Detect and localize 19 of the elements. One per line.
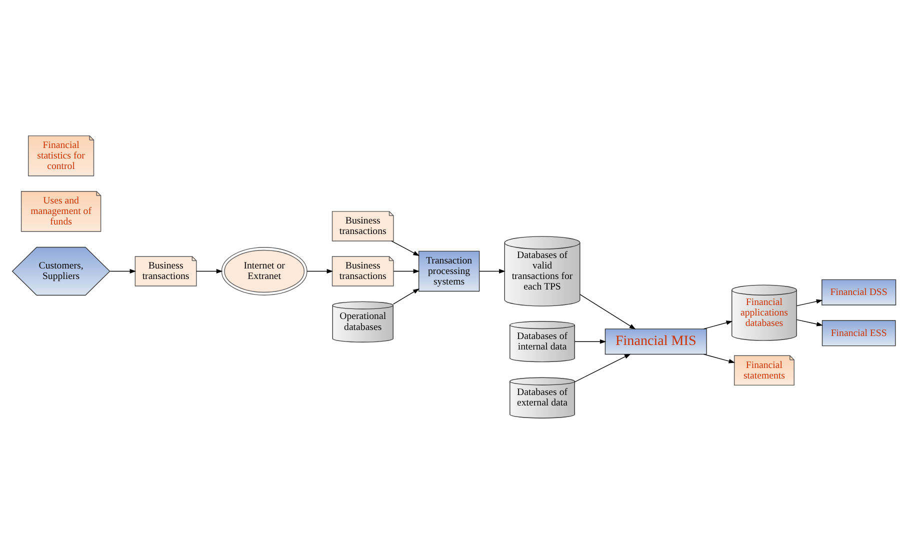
arrow bbox=[580, 294, 636, 330]
node-box: Financial MIS bbox=[604, 328, 707, 355]
node-ellipse: Internet or Extranet bbox=[221, 247, 308, 296]
arrow bbox=[574, 354, 631, 382]
arrow bbox=[393, 269, 420, 274]
arrow bbox=[478, 269, 506, 274]
arrow bbox=[796, 319, 824, 326]
arrow bbox=[196, 269, 223, 274]
arrow bbox=[391, 240, 420, 256]
node-box: Financial ESS bbox=[822, 320, 896, 346]
arrow bbox=[703, 320, 733, 330]
arrow bbox=[392, 288, 420, 305]
arrow bbox=[796, 299, 823, 306]
node-box: Financial DSS bbox=[822, 279, 896, 306]
arrow bbox=[574, 339, 606, 344]
arrow bbox=[703, 354, 736, 364]
node-box: Transaction processing systems bbox=[418, 250, 480, 292]
arrow bbox=[110, 269, 136, 274]
arrow bbox=[306, 269, 334, 274]
